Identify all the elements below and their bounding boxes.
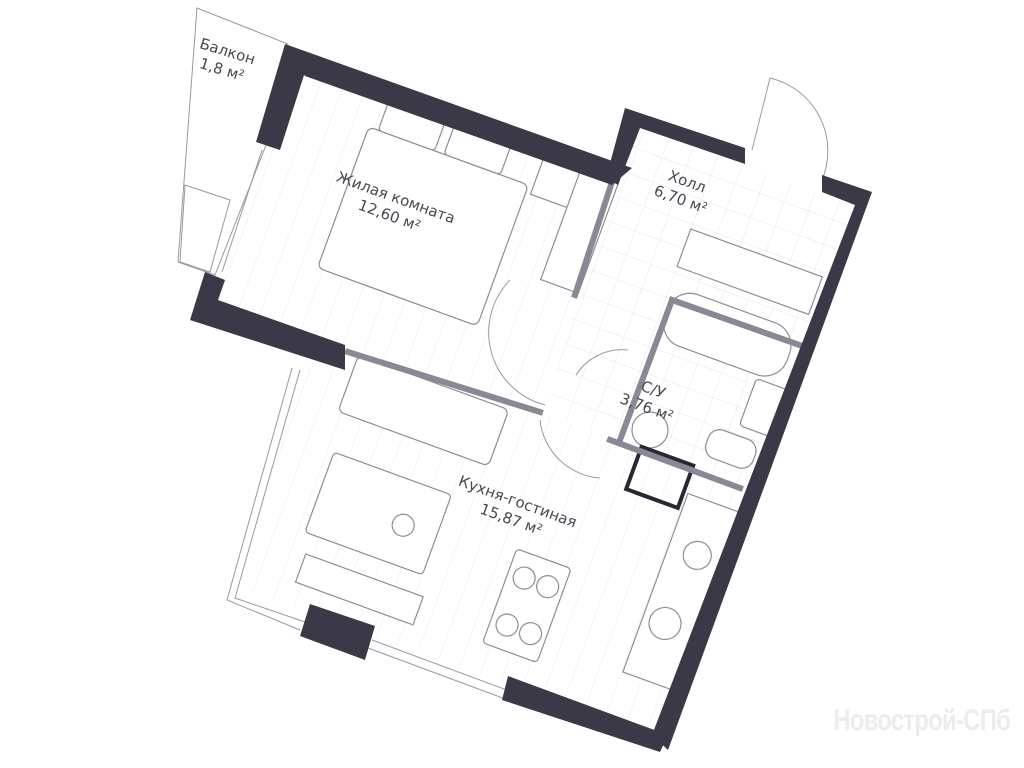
ventilation-shaft (623, 444, 696, 511)
bedroom-door (488, 279, 546, 406)
hall-floor (545, 128, 855, 440)
tv-stand (294, 553, 424, 626)
furniture (294, 95, 824, 694)
balcony (177, 7, 289, 276)
rug (305, 452, 451, 575)
watermark: Новострой-СПб (833, 704, 1011, 737)
shoe-rack (676, 228, 824, 316)
living-door (539, 419, 601, 479)
living-floor (240, 365, 740, 735)
toilet (704, 429, 757, 469)
sofa (339, 356, 508, 466)
entrance-door (751, 77, 829, 181)
kitchen-sink (648, 606, 682, 641)
bathroom-door (575, 349, 629, 376)
coffee-table-item (391, 513, 415, 537)
windows (221, 149, 513, 701)
doors (488, 77, 829, 479)
stove (682, 540, 712, 571)
outer-walls (190, 44, 872, 752)
partitions (344, 178, 812, 492)
